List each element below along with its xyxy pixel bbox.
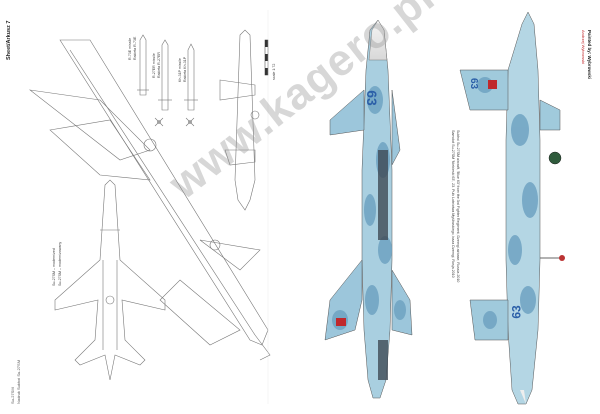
- painted-by: Painted by: Wybrowski: [587, 30, 592, 80]
- weapon-label-1: R-73E missile: [128, 37, 132, 60]
- sheet-title: Sheet/Arkusz 7: [6, 20, 12, 60]
- painted-by-sub: Andrzej Wybrowski: [581, 30, 586, 64]
- side-view-drawing: [28, 39, 271, 361]
- weapon-label-4: Rakieta R-27ER: [157, 52, 161, 78]
- caption-line-1: Su-27SM – modernized: [52, 248, 56, 286]
- footer-sub: Nadruk Sukhoi Su-27SM: [16, 359, 21, 404]
- weapon-label-6: Rakieta Kh-31P: [183, 56, 187, 82]
- missile-drawings: [137, 34, 198, 127]
- scale-label: scale 1:72: [272, 63, 276, 80]
- weapon-label-2: Rakieta R-73E: [133, 36, 137, 60]
- small-side-drawing: [219, 29, 260, 211]
- nose-gear-wheel: [559, 255, 565, 261]
- aircraft-number-bottom: 63: [509, 305, 524, 319]
- top-view-drawing: [54, 179, 166, 381]
- aircraft-number-right: 63: [468, 77, 480, 90]
- weapon-label-5: Kh-31P missile: [178, 58, 182, 82]
- footer-text: Su-27SM: [10, 387, 15, 404]
- aircraft-number-left: 63: [363, 90, 380, 106]
- radome-left: [368, 19, 388, 61]
- landing-gear-wheel: [548, 151, 562, 165]
- caption-line-2: Su-27SM – modernizowany: [58, 241, 62, 286]
- camo-pattern-right: [477, 77, 538, 329]
- weapon-label-3: R-27ER missile: [152, 53, 156, 78]
- aircraft-description: Sukhoi Su-27SM aircraft, 'Blue 63' from …: [456, 130, 460, 283]
- red-flag-right: [488, 80, 497, 89]
- aircraft-description-pl: Samolot Su-27SM 'Niebieski 63', 23. Pułk…: [451, 130, 455, 278]
- red-flag-left: [336, 318, 346, 326]
